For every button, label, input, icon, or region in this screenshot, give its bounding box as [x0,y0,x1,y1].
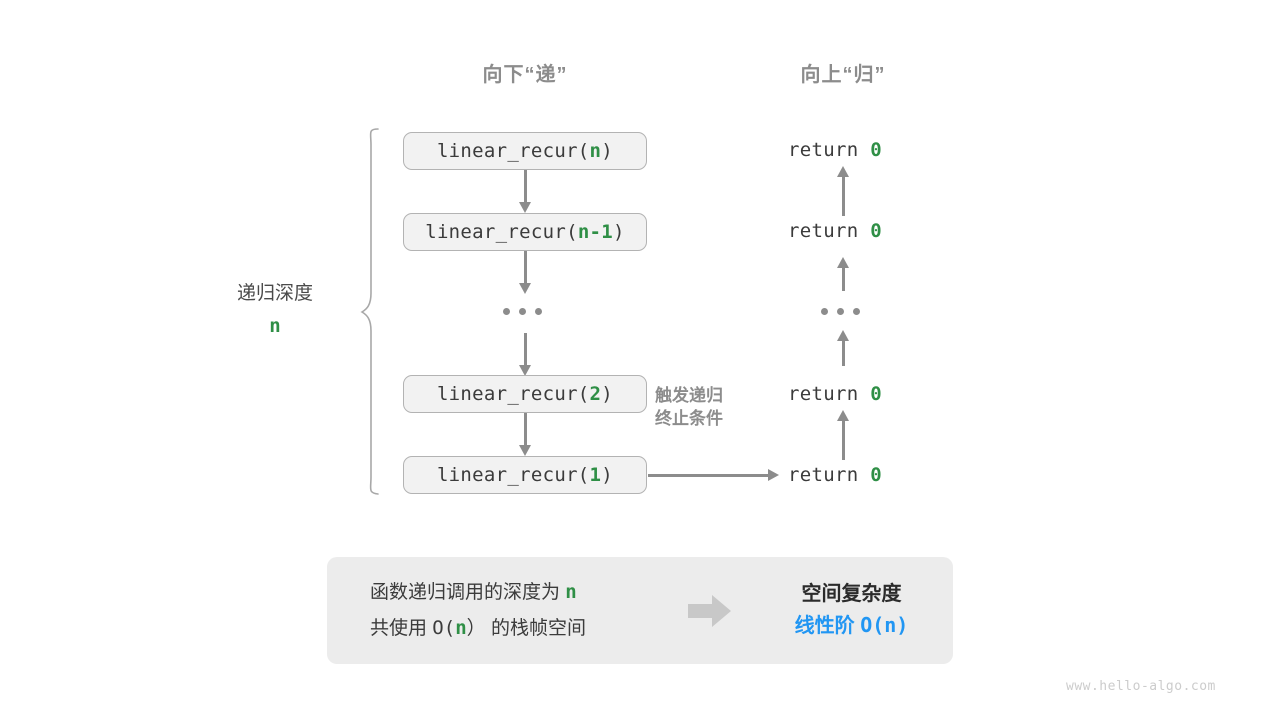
call-frame-box-4: linear_recur(1) [403,456,647,494]
summary-panel: 函数递归调用的深度为 n 共使用 O(n） 的栈帧空间 空间复杂度 线性阶 O(… [327,557,953,664]
call-frame-2-prefix: linear_recur( [425,221,578,243]
call-arrow-head-3 [518,365,531,376]
call-arrow-line-1 [523,170,527,204]
return-ellipsis-dot-2 [837,308,844,315]
implies-arrow-icon [688,595,731,627]
call-ellipsis-dot-2 [519,308,526,315]
base-case-arrow-line [648,473,769,477]
return-arrow-head-1 [836,166,849,177]
return-value-3: 0 [870,383,882,405]
call-ellipsis-dot-3 [535,308,542,315]
return-arrow-line-3 [841,340,845,366]
recursion-depth-text: 递归深度 [236,283,313,304]
summary-line-1-var: n [565,581,577,604]
call-frame-2-suffix: ) [613,221,625,243]
summary-result-title: 空间复杂度 [801,583,902,605]
summary-line-2-prefix: 共使用 [370,617,428,639]
call-ellipsis-dot-1 [503,308,510,315]
recursion-depth-value: n [269,314,281,337]
return-keyword-2: return [788,220,859,242]
return-arrow-head-2 [836,257,849,268]
return-arrow-head-4 [836,410,849,421]
summary-result-value-text: 线性阶 [794,615,855,637]
return-arrow-line-1 [841,176,845,216]
return-ellipsis-dot-3 [853,308,860,315]
trigger-condition-line-1: 触发递归 [655,386,723,405]
call-arrow-line-4 [523,413,527,447]
summary-line-1-text: 函数递归调用的深度为 [370,582,561,604]
call-frame-4-prefix: linear_recur( [436,464,590,486]
summary-right-text: 空间复杂度 线性阶 O(n) [764,579,939,642]
call-frame-3-suffix: ) [601,383,614,405]
call-frame-1-suffix: ) [601,140,614,162]
call-arrow-head-1 [518,202,531,213]
call-frame-4-suffix: ) [601,464,614,486]
return-label-2: return 0 [788,220,882,242]
return-label-3: return 0 [788,383,882,405]
call-arrow-line-3 [523,333,527,367]
return-arrow-head-3 [836,330,849,341]
column-header-downward: 向下“递” [482,64,568,86]
call-frame-1-prefix: linear_recur( [436,140,590,162]
summary-line-2-complexity-post: ） [466,617,486,639]
summary-result-value: 线性阶 O(n) [764,609,939,642]
trigger-condition-line-2: 终止条件 [655,408,723,428]
return-arrow-line-2 [841,267,845,291]
base-case-arrow-head [768,468,779,481]
summary-line-2: 共使用 O(n） 的栈帧空间 [370,611,586,646]
summary-left-text: 函数递归调用的深度为 n 共使用 O(n） 的栈帧空间 [370,575,586,645]
summary-line-1: 函数递归调用的深度为 n [370,575,586,610]
return-value-2: 0 [870,220,882,242]
summary-line-2-complexity-pre: O( [432,616,456,639]
column-header-upward: 向上“归” [800,64,886,86]
call-frame-box-3: linear_recur(2) [403,375,647,413]
call-ellipsis [503,308,542,315]
summary-result-value-mono: O(n) [860,613,909,637]
call-frame-3-prefix: linear_recur( [436,383,590,405]
return-keyword-3: return [788,383,859,405]
return-value-4: 0 [870,464,882,486]
recursion-depth-label: 递归深度 n [190,283,360,336]
trigger-condition-note: 触发递归 终止条件 [655,385,723,431]
call-frame-3-arg: 2 [589,383,602,405]
return-ellipsis [821,308,860,315]
return-ellipsis-dot-1 [821,308,828,315]
watermark: www.hello-algo.com [1066,679,1216,694]
call-frame-box-2: linear_recur(n-1) [403,213,647,251]
return-label-1: return 0 [788,139,882,161]
return-arrow-line-4 [841,420,845,460]
return-keyword-1: return [788,139,859,161]
summary-line-2-complexity-var: n [455,616,467,639]
call-frame-box-1: linear_recur(n) [403,132,647,170]
recursion-depth-brace [360,128,379,495]
return-label-4: return 0 [788,464,882,486]
return-value-1: 0 [870,139,882,161]
call-arrow-line-2 [523,251,527,285]
call-arrow-head-4 [518,445,531,456]
call-frame-4-arg: 1 [589,464,602,486]
call-frame-2-arg: n-1 [577,221,614,243]
return-keyword-4: return [788,464,859,486]
call-arrow-head-2 [518,283,531,294]
call-frame-1-arg: n [589,140,602,162]
summary-line-2-suffix: 的栈帧空间 [490,617,586,639]
